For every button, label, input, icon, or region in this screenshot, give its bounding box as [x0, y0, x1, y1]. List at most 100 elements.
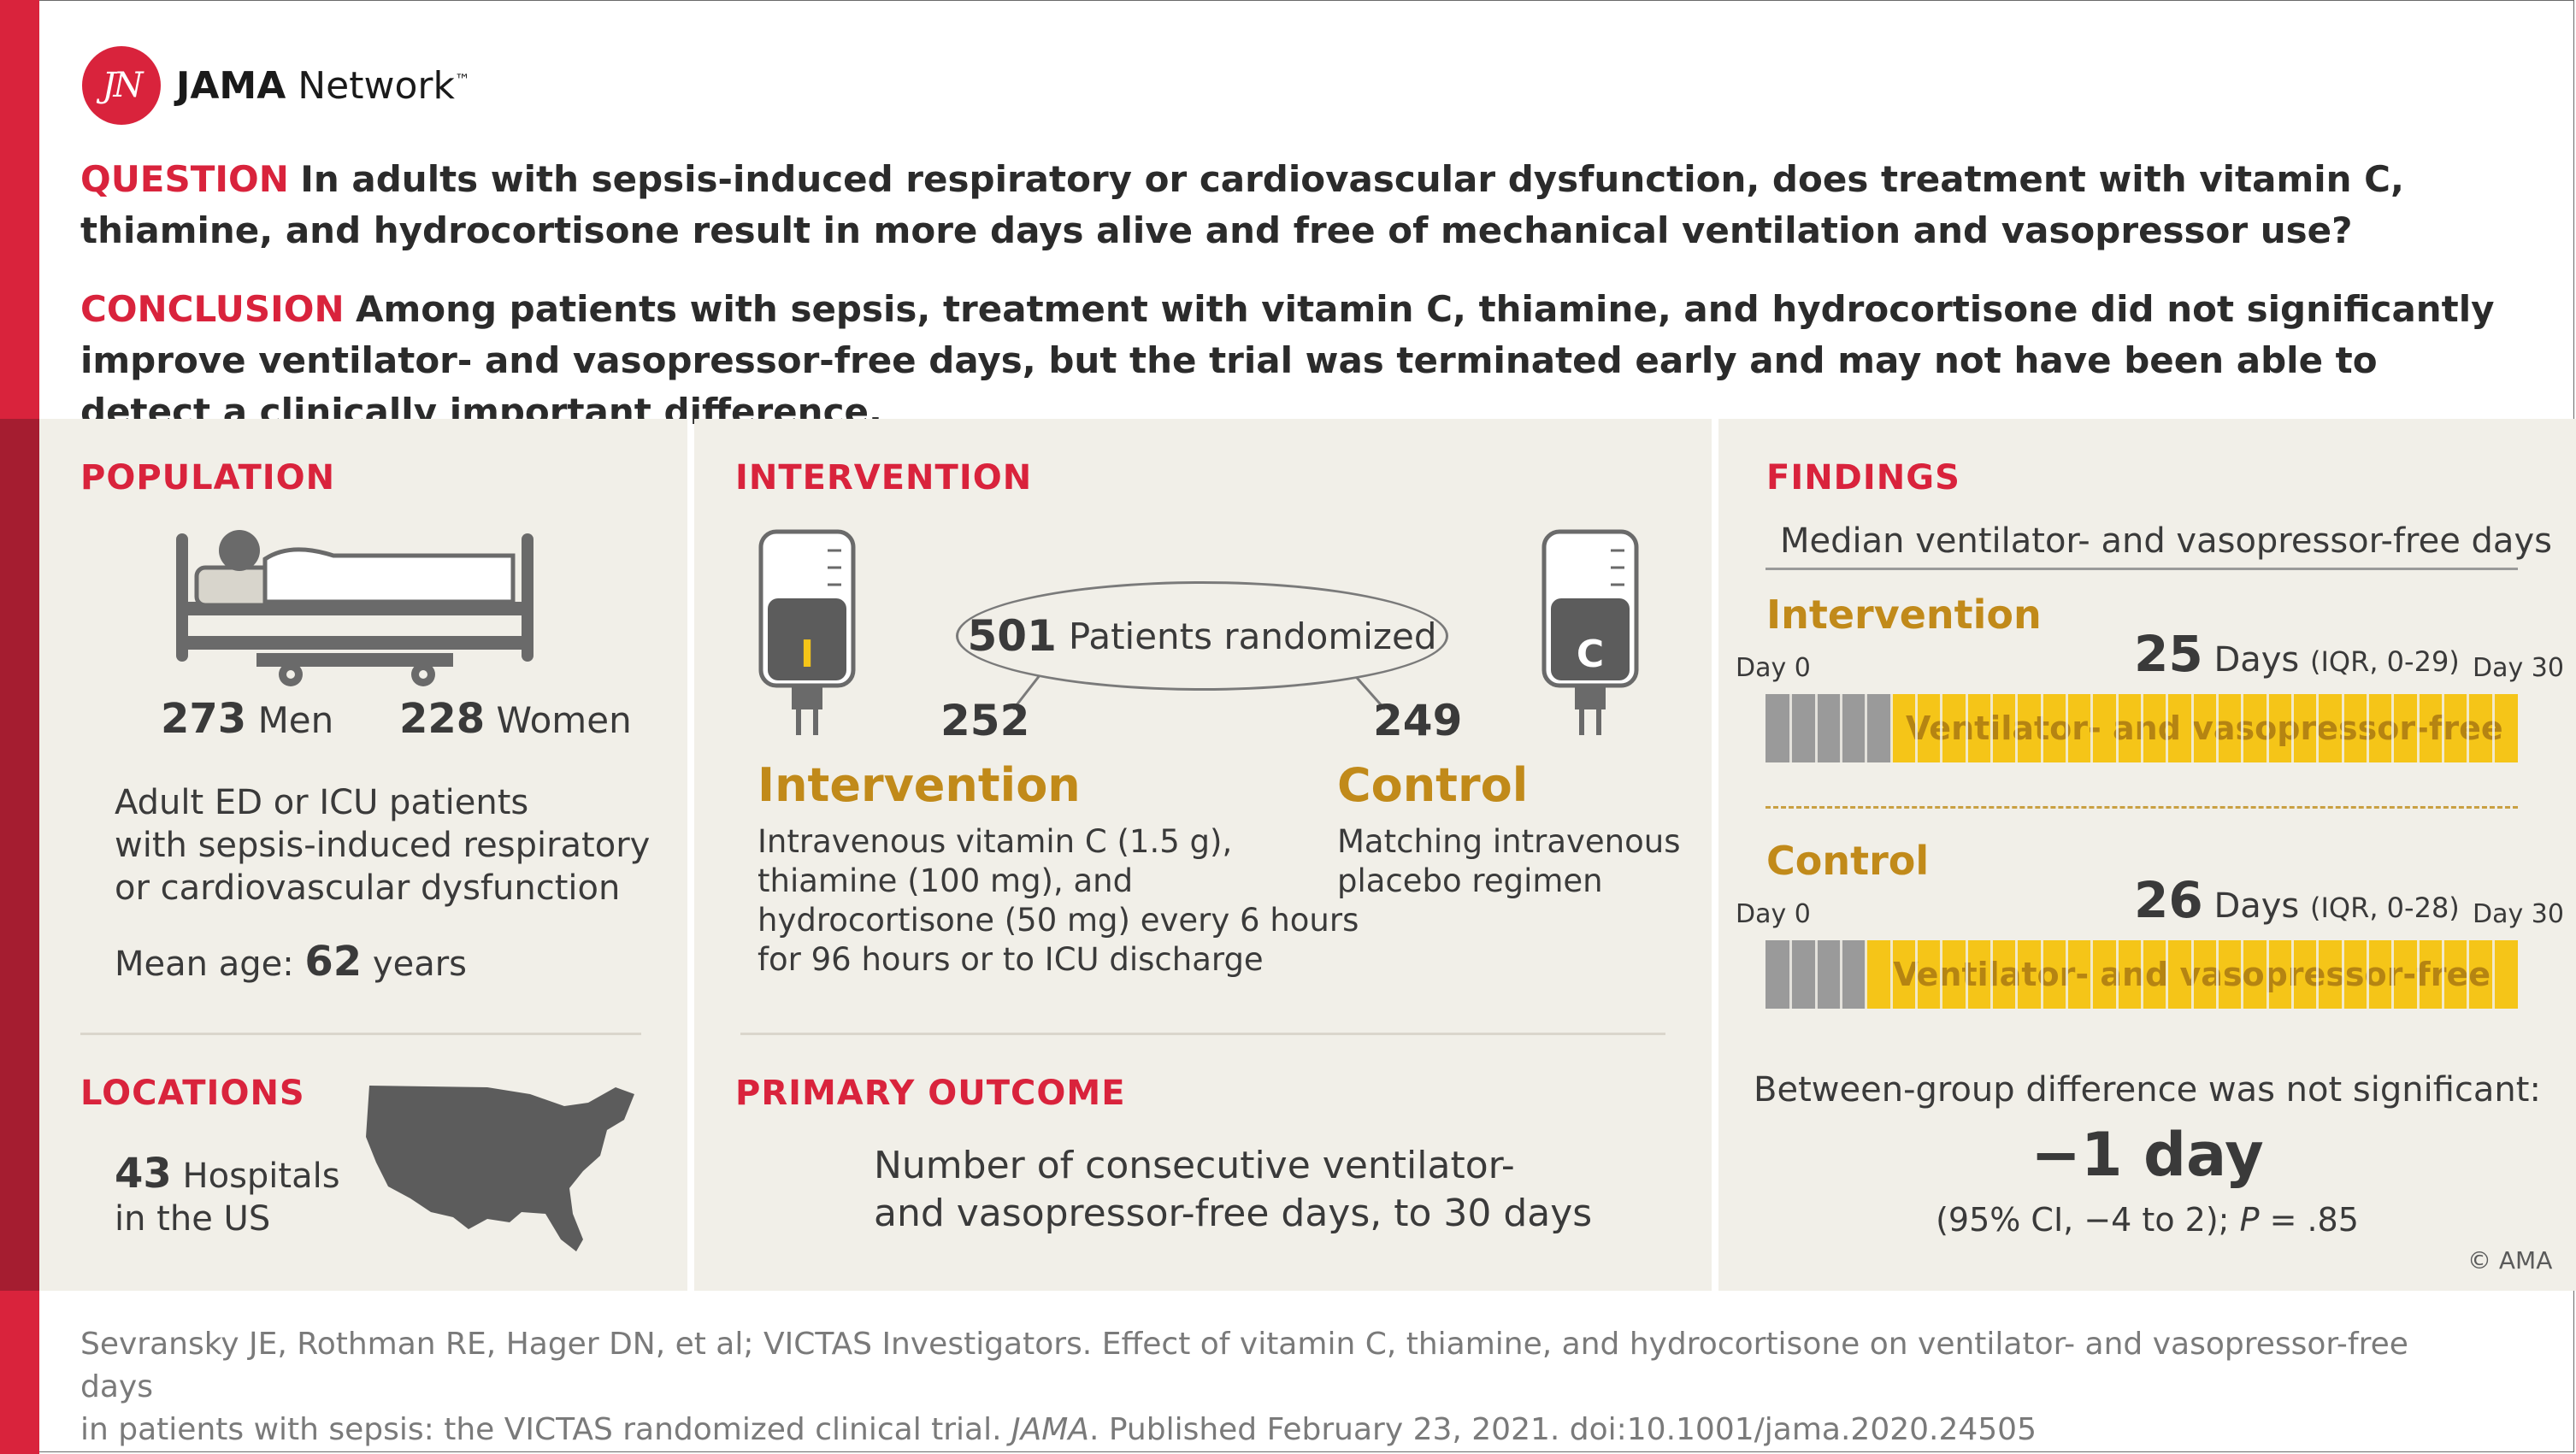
- bar-day-tick: [2066, 694, 2068, 762]
- left-accent-bar: [0, 0, 39, 419]
- bar-day-tick: [1965, 940, 1968, 1009]
- population-description: Adult ED or ICU patients with sepsis-ind…: [115, 783, 651, 908]
- bar-day-tick: [2115, 940, 2119, 1009]
- bar-day-tick: [2416, 694, 2420, 762]
- bar-day-tick: [2341, 940, 2344, 1009]
- findings-difference-label: Between-group difference was not signifi…: [1754, 1070, 2541, 1110]
- bar-day-tick: [2316, 940, 2320, 1009]
- bar-day-tick: [2491, 694, 2495, 762]
- bar-day-tick: [2467, 694, 2470, 762]
- bar-label-free: Ventilator- and vasopressor-free: [1905, 709, 2503, 747]
- jama-network-wordmark: JAMA Network™: [176, 63, 470, 108]
- bar-segment-not-free: [1765, 694, 1891, 762]
- bar-day-tick: [1889, 694, 1893, 762]
- bar-day-tick: [2166, 694, 2169, 762]
- iv-bag-control-icon: [1541, 529, 1639, 735]
- findings-control-median: 26 Days (IQR, 0-28): [2134, 871, 2460, 929]
- question-label: QUESTION: [80, 158, 289, 200]
- bar-day-tick: [2190, 940, 2194, 1009]
- bar-day-tick: [2316, 694, 2320, 762]
- findings-intervention-bar: Ventilator- and vasopressor-free: [1765, 694, 2518, 762]
- left-accent-bar-dark: [0, 419, 39, 1291]
- intervention-arm-description: Intravenous vitamin C (1.5 g), thiamine …: [757, 823, 1359, 978]
- bar-day-tick: [2141, 694, 2143, 762]
- population-divider: [80, 1033, 641, 1035]
- bar-day-tick: [2266, 940, 2269, 1009]
- findings-control-bar: Ventilator- and vasopressor-free: [1765, 940, 2518, 1009]
- bar-day-tick: [2367, 694, 2369, 762]
- iv-bag-intervention-icon: [758, 529, 856, 735]
- findings-difference-value: −1 day: [2031, 1120, 2264, 1190]
- findings-subtitle: Median ventilator- and vasopressor-free …: [1780, 521, 2552, 561]
- bar-day-tick: [2090, 694, 2094, 762]
- patients-randomized-oval: 501 Patients randomized: [956, 581, 1448, 691]
- population-gender-counts: 273 Men 228 Women: [161, 695, 632, 743]
- findings-intervention-label: Intervention: [1766, 592, 2042, 638]
- bar-day-tick: [1840, 940, 1842, 1009]
- bar-day-tick: [2266, 694, 2269, 762]
- findings-title: FINDINGS: [1766, 458, 1960, 497]
- findings-intervention-median: 25 Days (IQR, 0-29): [2134, 625, 2460, 683]
- question-block: QUESTION In adults with sepsis-induced r…: [80, 154, 2508, 256]
- bar-day-tick: [1865, 694, 1868, 762]
- bar-day-tick: [2442, 940, 2444, 1009]
- control-arm-title: Control: [1337, 758, 1529, 812]
- bar-day-tick: [2491, 940, 2495, 1009]
- findings-intervention-day30: Day 30: [2473, 653, 2564, 683]
- primary-outcome-text: Number of consecutive ventilator- and va…: [874, 1144, 1593, 1235]
- bar-day-tick: [2115, 694, 2119, 762]
- conclusion-text: Among patients with sepsis, treatment wi…: [80, 288, 2495, 433]
- bar-day-tick: [1789, 940, 1793, 1009]
- hospital-bed-icon: [176, 530, 533, 686]
- bar-day-tick: [2291, 694, 2294, 762]
- bar-day-tick: [2391, 940, 2395, 1009]
- findings-difference-ci: (95% CI, −4 to 2); P = .85: [1936, 1201, 2359, 1239]
- left-accent-bar-bottom: [0, 1291, 39, 1454]
- bar-day-tick: [2241, 694, 2244, 762]
- control-arm-description: Matching intravenous placebo regimen: [1337, 823, 1681, 899]
- bar-day-tick: [2391, 694, 2395, 762]
- bar-day-tick: [1889, 940, 1893, 1009]
- bar-day-tick: [2416, 940, 2420, 1009]
- iv-bag-intervention-letter: I: [799, 633, 815, 676]
- bar-day-tick: [2090, 940, 2094, 1009]
- jama-network-logo-icon: JN: [82, 46, 161, 125]
- bar-day-tick: [2141, 940, 2143, 1009]
- us-map-icon: [366, 1086, 634, 1251]
- population-mean-age: Mean age: 62 years: [115, 938, 467, 986]
- bar-day-tick: [2341, 694, 2344, 762]
- findings-intervention-day0: Day 0: [1736, 653, 1811, 683]
- bar-day-tick: [2216, 940, 2219, 1009]
- findings-panel: [1718, 419, 2576, 1291]
- citation: Sevransky JE, Rothman RE, Hager DN, et a…: [80, 1327, 2408, 1447]
- locations-text: 43 Hospitals in the US: [115, 1150, 340, 1239]
- primary-outcome-title: PRIMARY OUTCOME: [735, 1074, 1126, 1113]
- bar-day-tick: [1814, 694, 1818, 762]
- intervention-count: 252: [940, 696, 1030, 745]
- intervention-divider: [740, 1033, 1665, 1035]
- control-count: 249: [1373, 696, 1463, 745]
- population-title: POPULATION: [80, 458, 336, 497]
- copyright-notice: © AMA: [2467, 1246, 2553, 1274]
- locations-title: LOCATIONS: [80, 1074, 305, 1113]
- bar-day-tick: [1940, 940, 1943, 1009]
- bar-day-tick: [1940, 694, 1943, 762]
- bar-day-tick: [1990, 940, 1993, 1009]
- bar-day-tick: [1789, 694, 1793, 762]
- question-text: In adults with sepsis-induced respirator…: [80, 158, 2404, 251]
- bar-day-tick: [2040, 694, 2043, 762]
- bar-day-tick: [1965, 694, 1968, 762]
- findings-subtitle-rule: [1765, 568, 2518, 570]
- bar-day-tick: [1840, 694, 1842, 762]
- bar-day-tick: [2166, 940, 2169, 1009]
- bar-day-tick: [1915, 940, 1918, 1009]
- bar-day-tick: [2015, 694, 2019, 762]
- intervention-title: INTERVENTION: [735, 458, 1033, 497]
- bar-segment-free: [1890, 694, 2518, 762]
- jama-network-logo: JN JAMA Network™: [82, 46, 470, 125]
- bar-day-tick: [2216, 694, 2219, 762]
- bar-day-tick: [2066, 940, 2068, 1009]
- bar-day-tick: [1990, 694, 1993, 762]
- conclusion-block: CONCLUSION Among patients with sepsis, t…: [80, 284, 2508, 438]
- findings-control-label: Control: [1766, 838, 1930, 884]
